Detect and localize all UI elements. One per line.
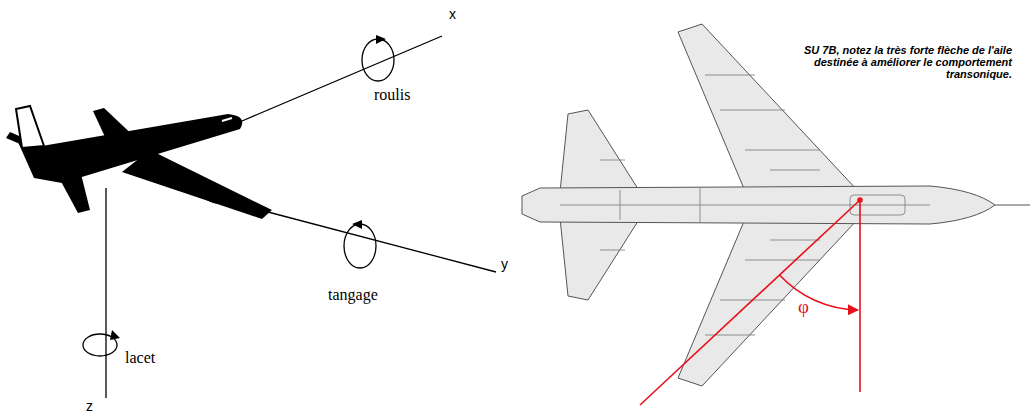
rotation-name: lacet (125, 349, 155, 367)
sweep-angle (640, 198, 862, 405)
rotation-arrows (110, 35, 386, 340)
angle-symbol: φ (798, 296, 809, 318)
rotation-name: roulis (374, 86, 410, 104)
axis-letter: z (86, 398, 93, 414)
axis-letter: x (449, 6, 456, 22)
axes (83, 36, 496, 398)
aircraft-silhouette (6, 106, 272, 219)
axis-letter: y (501, 256, 508, 272)
rotation-name: tangage (328, 286, 378, 304)
su7b-planform (522, 24, 1030, 386)
note-text: SU 7B, notez la très forte flèche de l'a… (790, 44, 1012, 80)
